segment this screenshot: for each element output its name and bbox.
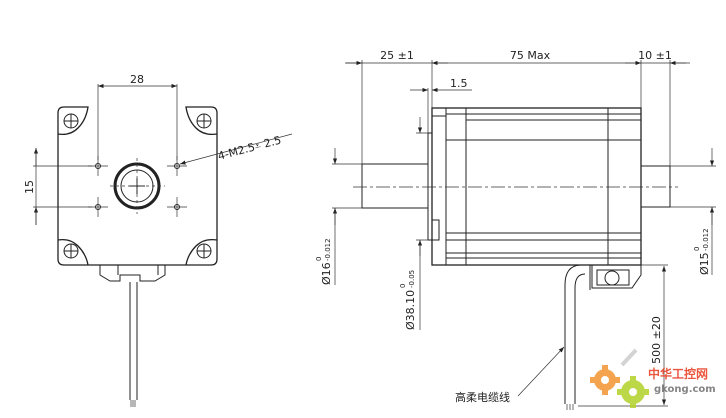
front-shaft (361, 163, 429, 209)
svg-text:中华工控网: 中华工控网 (648, 366, 708, 381)
rear-shaft (640, 165, 671, 208)
shaft-end (110, 158, 165, 214)
dim-dia15: Ø15 0 -0.012 (693, 228, 711, 275)
gkong-watermark-logo: 中华工控网 gkong.com (590, 348, 716, 408)
dim-10-label: 10 ±1 (638, 49, 672, 62)
dim-dia16-tol-lower: -0.012 (324, 238, 332, 261)
dim-dia15-tol-lower: -0.012 (702, 228, 710, 251)
connector-block (99, 265, 166, 282)
dim-dia15-label: Ø15 (698, 252, 711, 275)
dim-dia16-label: Ø16 (320, 262, 333, 285)
hole-callout: 4-M2.5⩡ 2.5 (216, 133, 282, 162)
dim-25-label: 25 ±1 (380, 49, 414, 62)
motor-body (431, 107, 642, 266)
motor-flange-outline (57, 106, 218, 266)
dim-1-5-label: 1.5 (450, 77, 468, 90)
dim-15-label: 15 (23, 180, 36, 194)
dim-dia38-tol-lower: -0.05 (408, 270, 416, 288)
dim-dia15-tol-upper: 0 (693, 247, 701, 251)
dim-dia38-tol-upper: 0 (399, 284, 407, 288)
side-connector (589, 265, 642, 290)
mounting-holes (63, 113, 212, 259)
svg-text:gkong.com: gkong.com (654, 384, 716, 395)
dim-28-label: 28 (130, 73, 144, 86)
dim-dia16: Ø16 0 -0.012 (315, 238, 333, 285)
front-view: 28 15 4-M2.5⩡ 2.5 (23, 73, 293, 407)
body-tab (431, 219, 440, 241)
dim-500-label: 500 ±20 (650, 316, 663, 364)
cable-label: 高柔电缆线 (455, 390, 510, 404)
cable-front (129, 282, 138, 407)
dim-dia38: Ø38.10 0 -0.05 (399, 270, 417, 330)
side-cable (564, 264, 586, 410)
dim-dia16-tol-upper: 0 (315, 257, 323, 261)
dim-dia38-label: Ø38.10 (404, 290, 417, 330)
side-view: 25 ±1 75 Max 10 ±1 1.5 Ø16 0 -0.012 Ø38.… (315, 49, 716, 410)
dim-75-label: 75 Max (510, 49, 551, 62)
